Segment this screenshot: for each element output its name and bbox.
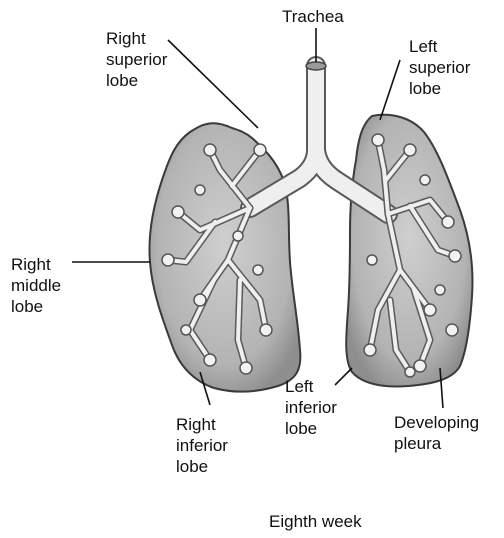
- label-right-middle-lobe: Right middle lobe: [11, 254, 61, 317]
- leader-left-superior: [380, 60, 400, 120]
- label-left-inferior-lobe: Left inferior lobe: [285, 376, 337, 439]
- label-right-inferior-lobe: Right inferior lobe: [176, 414, 228, 477]
- caption-eighth-week: Eighth week: [269, 512, 362, 532]
- label-right-superior-lobe: Right superior lobe: [106, 28, 167, 91]
- trachea-opening: [306, 62, 326, 70]
- label-left-superior-lobe: Left superior lobe: [409, 36, 470, 99]
- label-developing-pleura: Developing pleura: [394, 412, 479, 454]
- label-trachea: Trachea: [282, 6, 344, 27]
- leader-left-inferior: [335, 368, 352, 385]
- leader-right-superior: [168, 40, 258, 128]
